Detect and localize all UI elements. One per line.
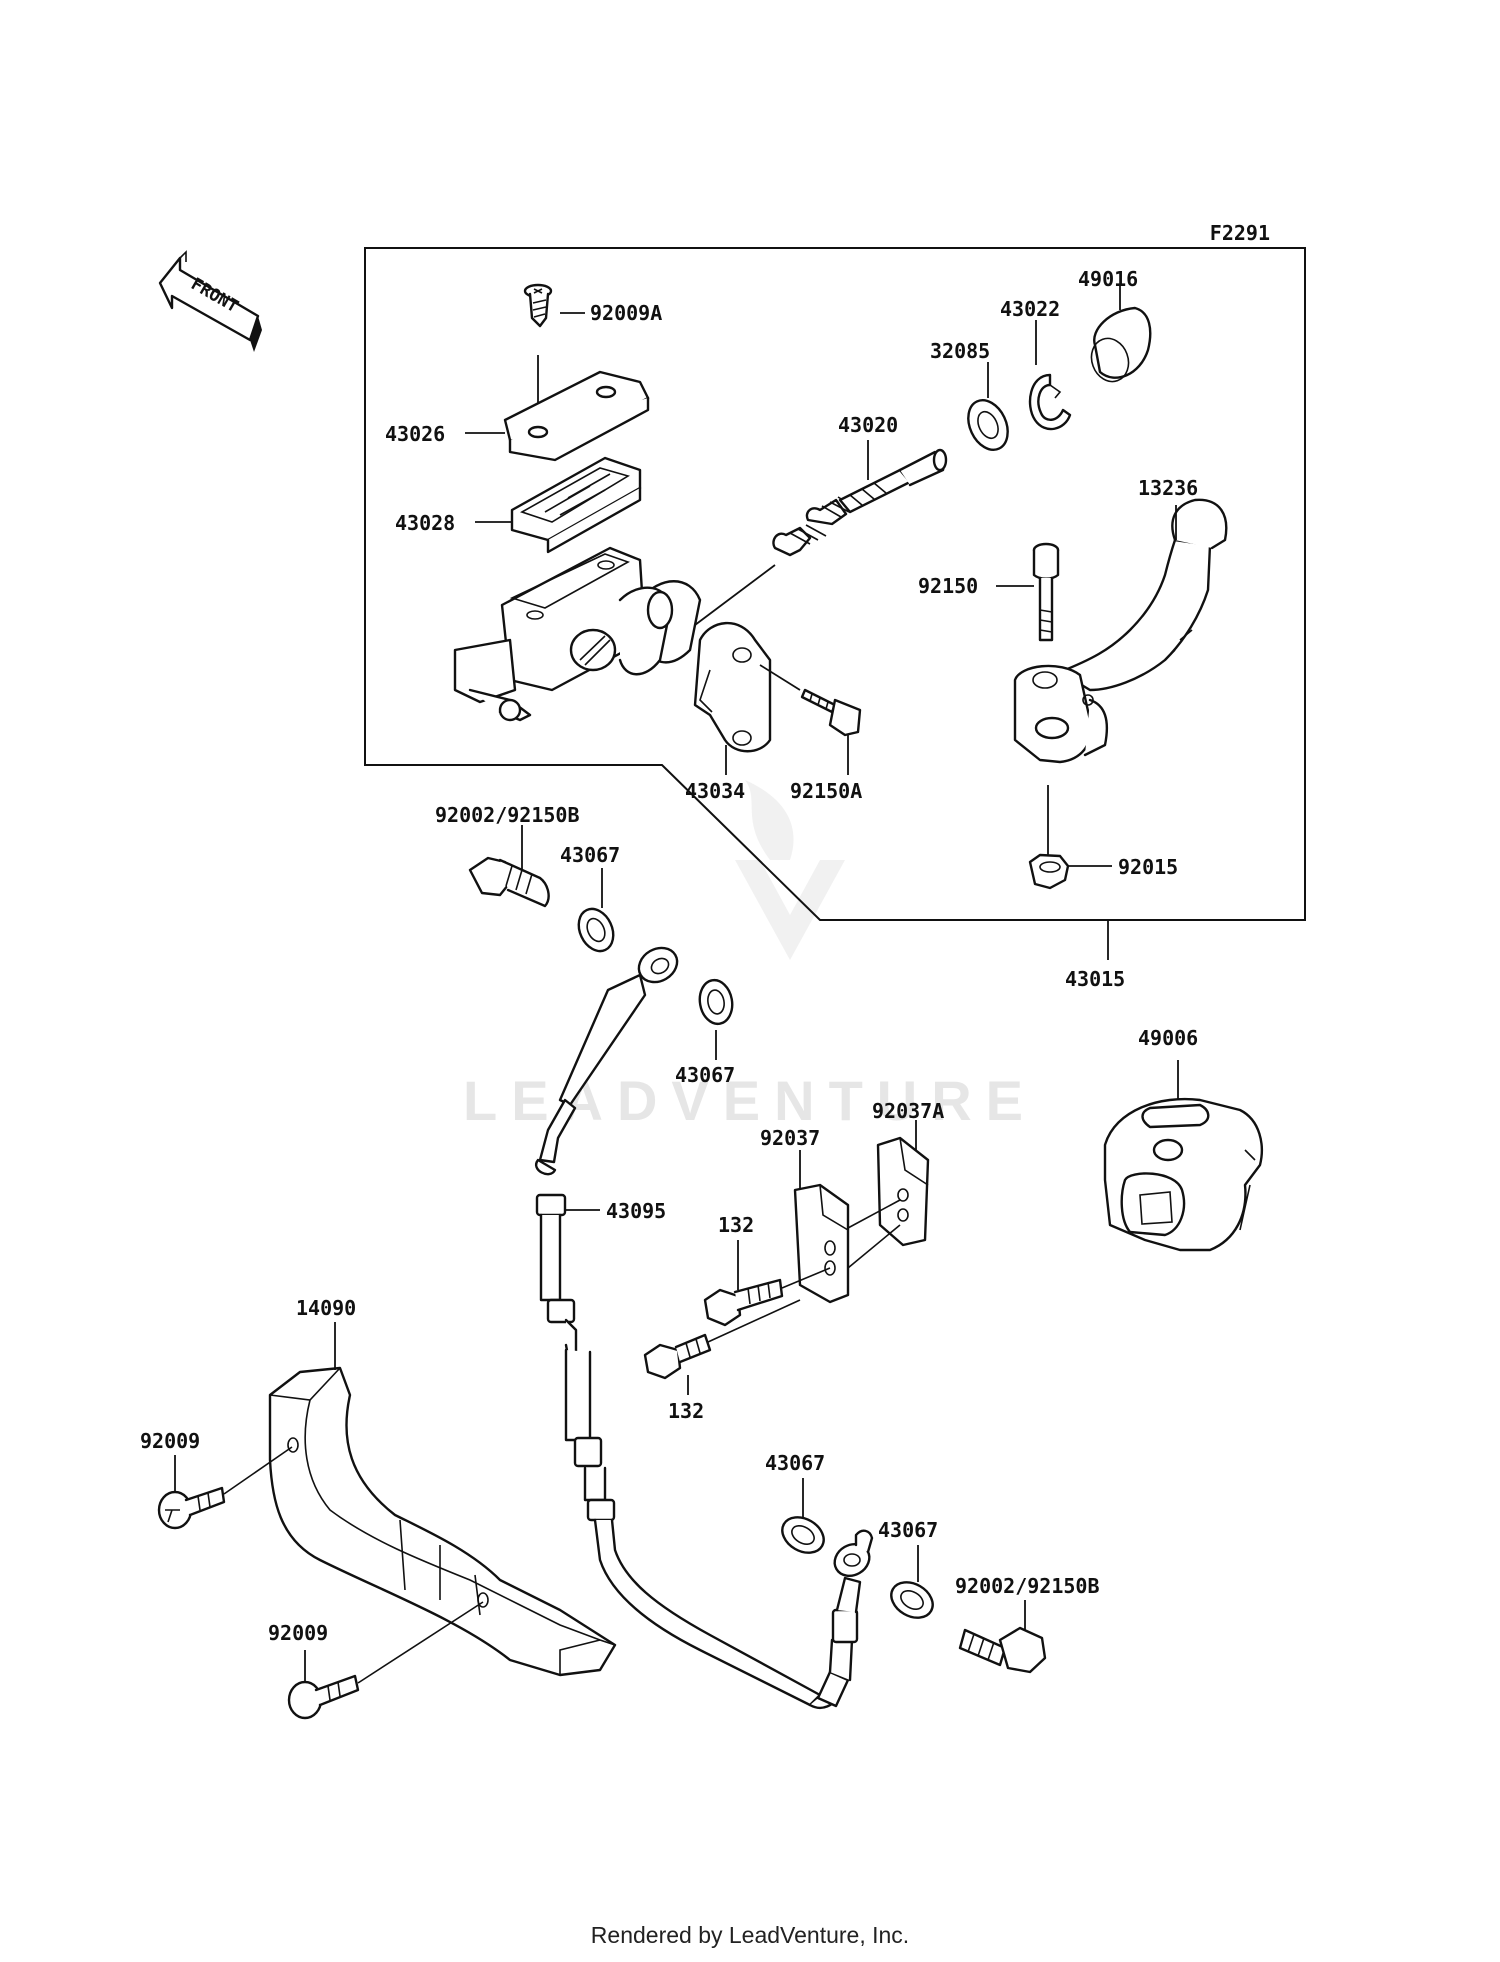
label-43026: 43026 [385,422,445,446]
clamp-43034-icon [693,621,772,753]
label-43067-b: 43067 [675,1063,735,1087]
label-92002-bottom: 92002/92150B [955,1574,1100,1598]
label-92037A: 92037A [872,1099,944,1123]
label-32085: 32085 [930,339,990,363]
watermark-logo [735,780,845,960]
label-92150A: 92150A [790,779,862,803]
circlip-43022-icon [1028,373,1072,431]
label-92009-a: 92009 [140,1429,200,1453]
label-43067-a: 43067 [560,843,620,867]
label-92150: 92150 [918,574,978,598]
washer-43067-c-icon [781,1516,825,1554]
master-cylinder-body-icon [453,546,702,722]
label-43095: 43095 [606,1199,666,1223]
label-43067-d: 43067 [878,1518,938,1542]
figure-code: F2291 [1210,221,1270,245]
label-43067-c: 43067 [765,1451,825,1475]
assembly-frame [364,247,1306,921]
label-14090: 14090 [296,1296,356,1320]
banjo-bolt-bottom-icon [958,1626,1047,1674]
nut-92015-icon [1028,853,1070,890]
front-arrow-icon: FRONT [158,250,262,352]
credit-footer: Rendered by LeadVenture, Inc. [590,1922,910,1948]
part-labels: 92009A 43026 43028 43020 32085 43022 490… [140,267,1198,1645]
boot-49016-icon [1090,306,1152,383]
bolt-92150A-icon [800,688,862,737]
label-49016: 49016 [1078,267,1138,291]
label-43020: 43020 [838,413,898,437]
bolt-132-b-icon [643,1333,712,1380]
diaphragm-43028-icon [510,456,642,554]
lever-13236-icon [1013,498,1228,764]
label-132-a: 132 [718,1213,754,1237]
housing-49006-icon [1103,1097,1263,1252]
label-92009A: 92009A [590,301,662,325]
label-43028: 43028 [395,511,455,535]
bolt-92009-a-icon [157,1486,226,1530]
clamp-plate-92037A-icon [876,1136,930,1247]
label-13236: 13236 [1138,476,1198,500]
label-92009-b: 92009 [268,1621,328,1645]
label-43034: 43034 [685,779,745,803]
label-49006: 49006 [1138,1026,1198,1050]
bolt-132-a-icon [703,1278,784,1327]
reservoir-cover-43026-icon [503,370,650,462]
banjo-bolt-top-icon [468,856,550,908]
label-43022: 43022 [1000,297,1060,321]
brake-hose-43095-icon [535,946,874,1709]
label-43015: 43015 [1065,967,1125,991]
washer-43067-d-icon [890,1581,934,1619]
bolt-92009-b-icon [287,1674,360,1720]
piston-43020-icon [772,448,948,557]
watermark-text: LEADVENTURE [463,1069,1037,1132]
pivot-bolt-92150-icon [1032,542,1060,642]
washer-43067-b-icon [698,978,734,1026]
washer-43067-a-icon [577,907,615,953]
guard-14090-icon [268,1366,617,1677]
label-132-b: 132 [668,1399,704,1423]
label-92037: 92037 [760,1126,820,1150]
washer-32085-icon [967,399,1009,451]
clamp-plate-92037-icon [793,1183,850,1304]
label-92015: 92015 [1118,855,1178,879]
label-92002-top: 92002/92150B [435,803,580,827]
screw-92009A-icon [523,283,553,328]
